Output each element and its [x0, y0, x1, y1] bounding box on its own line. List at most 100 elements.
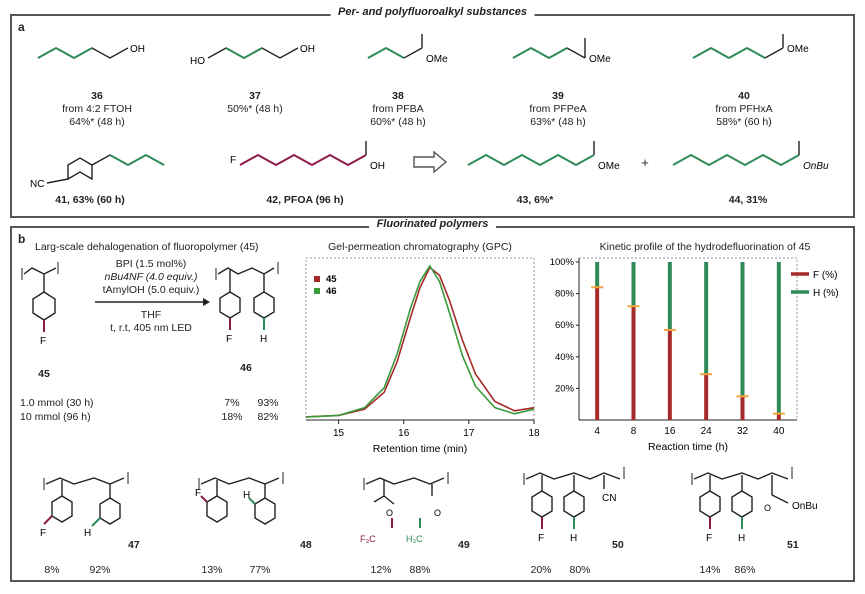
svg-text:O: O: [764, 503, 771, 513]
gpc-series-line-46: [305, 264, 535, 418]
kinetic-bar-f: [595, 287, 600, 420]
svg-text:F: F: [40, 528, 46, 539]
polymer-50-f: 20%: [530, 564, 552, 576]
gpc-legend-label-45: 45: [326, 274, 337, 285]
svg-text:F: F: [195, 488, 201, 499]
svg-text:H: H: [738, 533, 745, 544]
compound-39-source: from PFPeA: [529, 103, 587, 115]
kinetic-y-tick-label: 40%: [555, 352, 575, 363]
svg-text:OMe: OMe: [598, 161, 620, 172]
kinetic-bar-f: [631, 306, 636, 420]
svg-text:F: F: [226, 334, 232, 345]
scheme-title: Larg-scale dehalogenation of fluoropolym…: [35, 241, 259, 253]
polymer-47-h: 92%: [89, 564, 111, 576]
compound-39-number: 39: [552, 90, 564, 102]
polymer-48: F H: [195, 472, 284, 525]
compound-38-number: 38: [392, 90, 404, 102]
svg-text:OH: OH: [370, 161, 385, 172]
panel-a-letter: a: [18, 20, 25, 34]
kinetic-x-tick-label: 40: [773, 426, 785, 437]
molecule-41: NC: [30, 154, 165, 190]
panel-a: Per- and polyfluoroalkyl substances a: [10, 6, 855, 218]
kinetic-x-tick-label: 4: [594, 426, 600, 437]
polymer-49-f: 12%: [370, 564, 392, 576]
svg-text:OnBu: OnBu: [792, 501, 818, 512]
kinetic-x-tick-label: 16: [664, 426, 676, 437]
polymer-49-h: 88%: [409, 564, 431, 576]
svg-text:F₃C: F₃C: [360, 534, 376, 544]
gpc-x-tick-label: 18: [528, 428, 540, 439]
polymer-51: F H O OnBu: [691, 467, 818, 544]
compound-41-label: 41, 63% (60 h): [55, 194, 125, 206]
polymer-49-number: 49: [458, 539, 470, 551]
kinetic-bar-h: [704, 262, 709, 375]
kinetic-y-tick-label: 80%: [555, 289, 575, 300]
svg-text:OnBu: OnBu: [803, 161, 829, 172]
reaction-arrow: [413, 150, 448, 174]
molecule-42: F OH: [230, 141, 385, 172]
svg-text:OH: OH: [300, 44, 315, 55]
condition-4: THF: [140, 309, 162, 321]
svg-text:OMe: OMe: [787, 44, 809, 55]
compound-40-number: 40: [738, 90, 750, 102]
polymer-47-number: 47: [128, 539, 140, 551]
polymer-48-number: 48: [300, 539, 312, 551]
run-2-label: 10 mmol (96 h): [20, 411, 91, 423]
molecule-44: OnBu: [672, 141, 829, 172]
polymer-46: F H: [215, 262, 279, 345]
polymer-51-number: 51: [787, 539, 799, 551]
run-2-h: 82%: [257, 411, 279, 423]
kinetic-bar-h: [595, 262, 600, 288]
run-1-label: 1.0 mmol (30 h): [20, 397, 94, 409]
kinetic-legend-label: F (%): [813, 270, 837, 281]
kinetic-bar-f: [704, 374, 709, 420]
condition-2: nBu4NF (4.0 equiv.): [104, 271, 198, 283]
compound-38-source: from PFBA: [372, 103, 424, 115]
kinetic-bar-h: [667, 262, 672, 330]
gpc-x-tick-label: 17: [463, 428, 475, 439]
panel-b-letter: b: [18, 232, 26, 246]
condition-3: tAmylOH (5.0 equiv.): [102, 284, 200, 296]
svg-text:H₃C: H₃C: [406, 534, 423, 544]
kinetic-legend-label: H (%): [813, 288, 839, 299]
compound-37-number: 37: [249, 90, 261, 102]
gpc-x-tick-label: 16: [398, 428, 410, 439]
polymer-47: F H: [40, 472, 129, 539]
svg-text:F: F: [230, 155, 236, 166]
kinetic-frame: [578, 257, 798, 421]
gpc-title: Gel-permeation chromatography (GPC): [328, 241, 512, 253]
molecule-37: HO OH: [190, 44, 315, 67]
kinetic-x-tick-label: 32: [737, 426, 749, 437]
polymer-48-f: 13%: [201, 564, 223, 576]
svg-text:HO: HO: [190, 56, 205, 67]
scheme-arrow: [95, 298, 210, 306]
kinetic-bar-f: [667, 329, 672, 420]
condition-1: BPI (1.5 mol%): [115, 258, 187, 270]
compound-40-yield: 58%* (60 h): [716, 116, 772, 128]
svg-text:OMe: OMe: [589, 54, 611, 65]
polymer-48-h: 77%: [249, 564, 271, 576]
svg-text:H: H: [260, 334, 267, 345]
compound-43-label: 43, 6%*: [516, 194, 554, 206]
svg-text:O: O: [434, 508, 441, 518]
kinetic-bar-f: [740, 396, 745, 420]
kinetic-y-tick-label: 60%: [555, 320, 575, 331]
svg-text:OMe: OMe: [426, 54, 448, 65]
svg-text:H: H: [243, 490, 250, 501]
svg-text:H: H: [570, 533, 577, 544]
svg-text:F: F: [706, 533, 712, 544]
compound-36-number: 36: [91, 90, 103, 102]
run-1-h: 93%: [257, 397, 279, 409]
kinetic-bar-h: [740, 262, 745, 397]
run-1-f: 7%: [224, 397, 240, 409]
kinetic-bar-f: [776, 413, 781, 420]
product-number: 46: [240, 362, 252, 374]
start-number: 45: [38, 368, 50, 380]
svg-text:O: O: [386, 508, 393, 518]
gpc-legend-swatch-46: [314, 288, 320, 294]
panel-a-title: Per- and polyfluoroalkyl substances: [330, 6, 535, 18]
svg-text:F: F: [538, 533, 544, 544]
kinetic-y-tick-label: 100%: [550, 257, 575, 268]
